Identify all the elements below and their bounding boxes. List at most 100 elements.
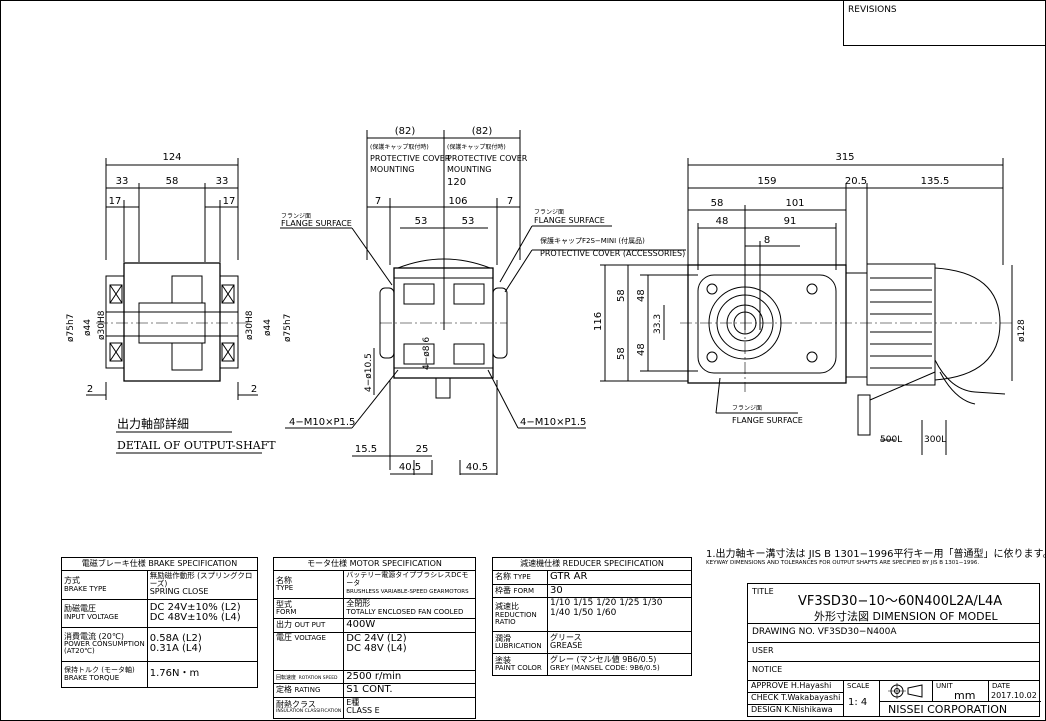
cable-500: 500L [880,435,902,445]
power-consumption-jp: 消費電流 (20℃) [64,631,124,641]
side-view-text: (82) (82) (保護キャップ取付時) (保護キャップ取付時) PROTEC… [281,126,685,473]
unit-value: mm [954,689,976,702]
dim-48-lower: 48 [636,343,647,356]
flange-jp-right: フランジ面 [534,209,564,216]
brake-type-v1: 無励磁作動形 (スプリングクローズ) [149,571,253,589]
dim-33-right: 33 [216,176,229,187]
motor-voltage-jp: 電圧 [276,632,292,642]
drawing-no: DRAWING NO. VF3SD30−N400A [752,627,897,637]
motor-type-v1: バッテリー電源タイプブラシレスDCモータ [346,571,469,587]
paint-color-en: PAINT COLOR [495,664,542,673]
insulation-en: INSULATION CLASSIFICATION [276,708,342,714]
keyway-note-sub: KEYWAY DIMENSIONS AND TOLERANCES FOR OUT… [706,560,980,566]
cover-en1-left: PROTECTIVE COVER [370,154,451,163]
motor-form-v2: TOTALLY ENCLOSED FAN COOLED [346,607,464,616]
front-view-text: 315 159 20.5 135.5 58 101 48 91 8 116 58… [593,152,1027,445]
dim-2-left: 2 [87,384,93,395]
side-view [280,130,686,475]
signature-block: APPROVE H.Hayashi CHECK T.Wakabayashi DE… [748,681,844,717]
dim-40-5-right: 40.5 [466,462,488,473]
bolt-left: 4−M10×P1.5 [289,417,355,428]
keyway-note-main: 1.出力軸キー溝寸法は JIS B 1301−1996平行キー用「普通型」に依り… [706,549,1046,560]
lubrication-v2: GREASE [550,641,583,651]
reducer-type-value: GTR AR [547,570,692,585]
motor-voltage-v1: DC 24V (L2) [346,632,407,644]
rating-en: RATING [294,686,321,695]
insulation-v2: CLASS E [346,706,380,716]
dia-75-left: ø75h7 [66,314,76,342]
caption-jp: 出力軸部詳細 [117,416,189,431]
insulation-jp: 耐熱クラス [276,700,316,710]
flange-en-right: FLANGE SURFACE [534,216,605,225]
unit-date-row: UNIT mm DATE 2017.10.02 [880,681,1041,702]
ratio-jp: 減速比 [495,602,519,612]
ratio-v2: 1/40 1/50 1/60 [550,607,617,618]
reducer-form-jp: 枠番 [495,585,511,595]
revisions-label: REVISIONS [848,5,897,15]
date-label: DATE [992,682,1011,690]
keyway-note: 1.出力軸キー溝寸法は JIS B 1301−1996平行キー用「普通型」に依り… [706,545,1046,566]
approve: APPROVE H.Hayashi [748,681,843,693]
cover-en1-right: PROTECTIVE COVER [447,154,528,163]
ratio-en2: RATIO [495,618,516,627]
lubrication-v1: グリース [550,632,582,642]
input-voltage-v2: DC 48V±10% (L4) [149,612,241,624]
unit-divider [932,681,933,701]
dim-7-left: 7 [375,196,381,207]
dim-17-left: 17 [109,196,122,207]
dim-17-right: 17 [223,196,236,207]
scale-cell: SCALE 1: 4 [844,681,880,717]
dim-135-5: 135.5 [921,176,950,187]
flange-jp: フランジ面 [732,405,762,412]
dia-30-right: ø30H8 [245,310,255,340]
dim-58-upper: 58 [616,289,627,302]
dim-8: 8 [764,235,770,246]
dim-120: 120 [447,177,466,188]
notice-row: NOTICE [748,662,1039,681]
motor-spec-header: モータ仕様 MOTOR SPECIFICATION [273,556,476,572]
motor-output-value: 400W [343,618,476,633]
flange-jp-left: フランジ面 [281,213,311,220]
flange-en-left: FLANGE SURFACE [281,219,352,228]
rating-jp: 定格 [276,685,292,695]
brake-type-en: BRAKE TYPE [64,584,107,593]
motor-form-jp: 型式 [276,599,292,609]
company-row: NISSEI CORPORATION [880,701,1041,717]
rating-value: S1 CONT. [343,683,476,698]
shaft-detail-text: 124 33 58 33 17 17 2 2 ø75h7 ø44 ø30H8 ø… [66,152,293,452]
cover-en2-right: MOUNTING [447,165,491,174]
dia-128: ø128 [1017,319,1027,342]
power-consumption-en: POWER CONSUMPTION [64,639,145,648]
brake-torque-en: BRAKE TORQUE [64,673,120,682]
reducer-spec-header: 減速機仕様 REDUCER SPECIFICATION [492,556,692,572]
unit-label: UNIT [936,682,953,690]
hole-86: 4−ø8.6 [422,337,432,370]
motor-voltage-v2: DC 48V (L4) [346,643,407,655]
lubrication-en: LUBRICATION [495,642,542,651]
cap-en: PROTECTIVE COVER (ACCESSORIES) [540,249,685,258]
user-label: USER [752,646,774,655]
drawing-no-row: DRAWING NO. VF3SD30−N400A [748,624,1039,643]
cap-jp: 保護キャップF2S−MINI (付属品) [540,236,645,245]
rotation-speed-jp: 回転速度 [276,674,297,681]
dim-40-5-left: 40.5 [399,462,421,473]
check: CHECK T.Wakabayashi [748,693,843,705]
notice-label: NOTICE [752,665,783,674]
revisions-box: REVISIONS [843,0,1046,46]
dim-53-left: 53 [415,216,428,227]
power-consumption-v1: 0.58A (L2) [149,632,202,644]
brake-torque-jp: 保持トルク (モータ軸) [64,666,135,675]
dim-315: 315 [835,152,854,163]
dim-48-upper: 48 [636,289,647,302]
paint-color-jp: 塗装 [495,656,511,666]
brake-torque-value: 1.76N・m [146,660,259,688]
title-block: TITLE VF3SD30−10〜60N400L2A/L4A 外形寸法図 DIM… [747,583,1041,717]
title-label: TITLE [752,587,774,596]
title-line1: VF3SD30−10〜60N400L2A/L4A [798,594,1003,609]
title-line2: 外形寸法図 DIMENSION OF MODEL [814,610,998,623]
cable-300: 300L [924,435,946,445]
dim-159: 159 [757,176,776,187]
motor-form-v1: 全閉形 [346,598,371,608]
hole-105: 4−ø10.5 [364,353,374,392]
